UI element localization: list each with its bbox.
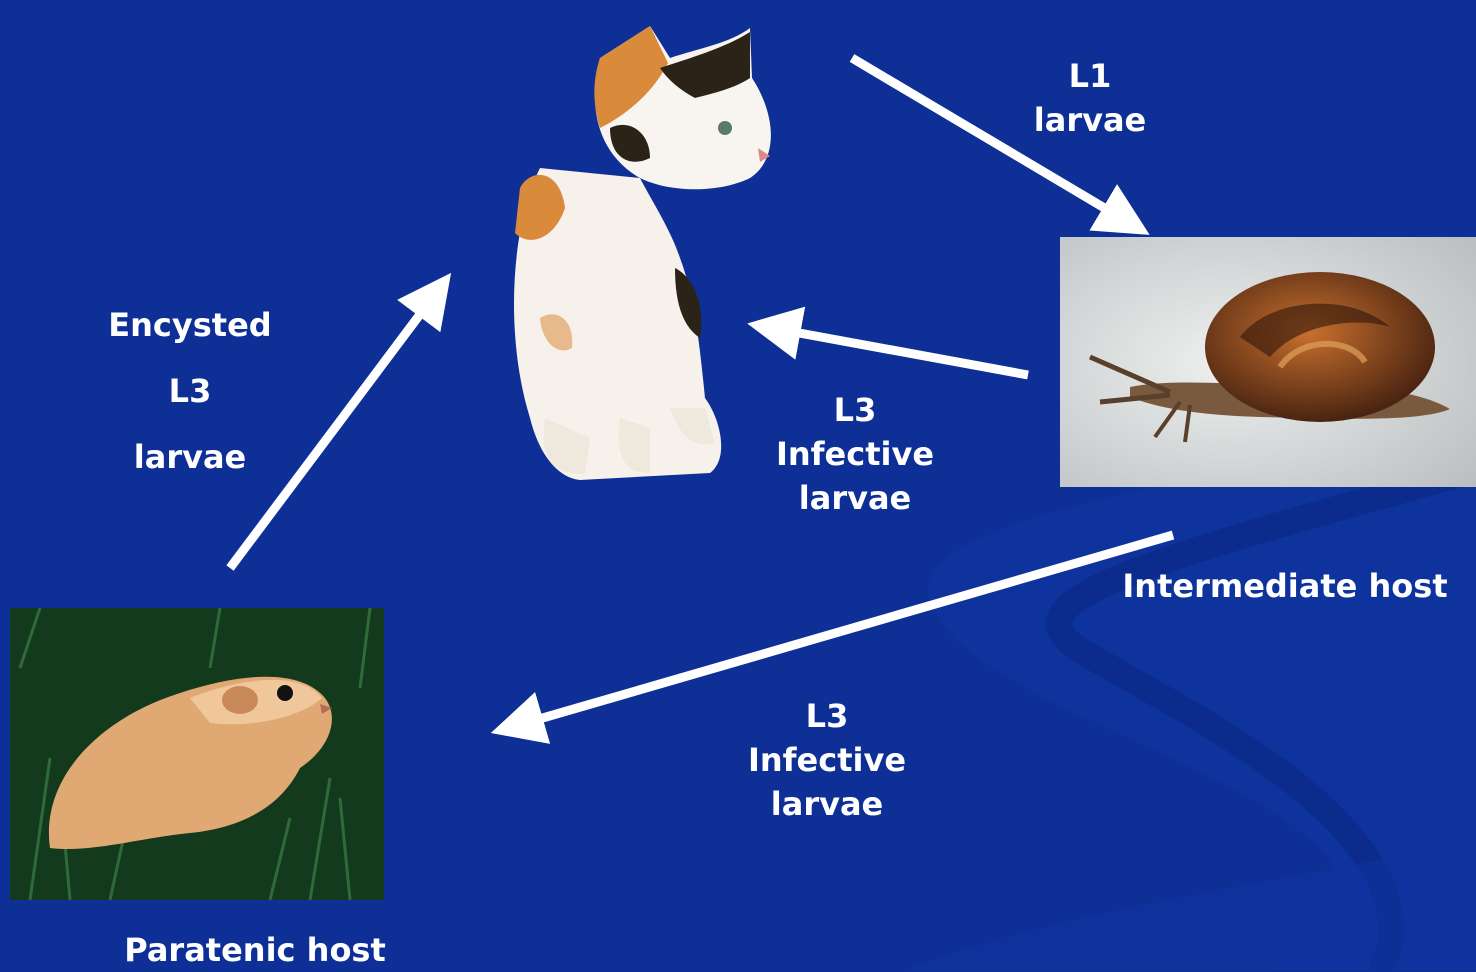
label-l3-upper-line1: L3 xyxy=(833,391,877,429)
arrow-hamster-to-cat xyxy=(226,272,452,571)
label-l1-line1: L1 xyxy=(1068,57,1112,95)
label-encysted-line1: Encysted xyxy=(108,306,272,344)
label-encysted-l3-larvae: Encysted L3 larvae xyxy=(90,292,290,490)
label-l1-larvae: L1 larvae xyxy=(1030,54,1150,142)
label-encysted-line2: L3 xyxy=(168,372,212,410)
cat-image xyxy=(500,18,790,488)
label-l3-lower-line2: Infective xyxy=(747,741,907,779)
label-l3-infective-upper: L3 Infective larvae xyxy=(760,388,950,520)
label-encysted-line3: larvae xyxy=(133,438,247,476)
snail-image xyxy=(1060,237,1476,487)
label-l3-infective-lower: L3 Infective larvae xyxy=(732,694,922,826)
label-l3-lower-line3: larvae xyxy=(770,785,884,823)
label-l3-upper-line3: larvae xyxy=(798,479,912,517)
arrow-snail-to-hamster xyxy=(490,530,1175,744)
arrow-snail-to-cat xyxy=(747,306,1029,380)
hamster-image xyxy=(10,608,384,900)
label-intermediate-host: Intermediate host xyxy=(1122,567,1448,605)
label-l3-lower-line1: L3 xyxy=(805,697,849,735)
arrow-cat-to-snail xyxy=(849,54,1150,235)
label-l3-upper-line2: Infective xyxy=(775,435,935,473)
label-paratenic-host: Paratenic host xyxy=(124,931,386,969)
label-l1-line2: larvae xyxy=(1033,101,1147,139)
